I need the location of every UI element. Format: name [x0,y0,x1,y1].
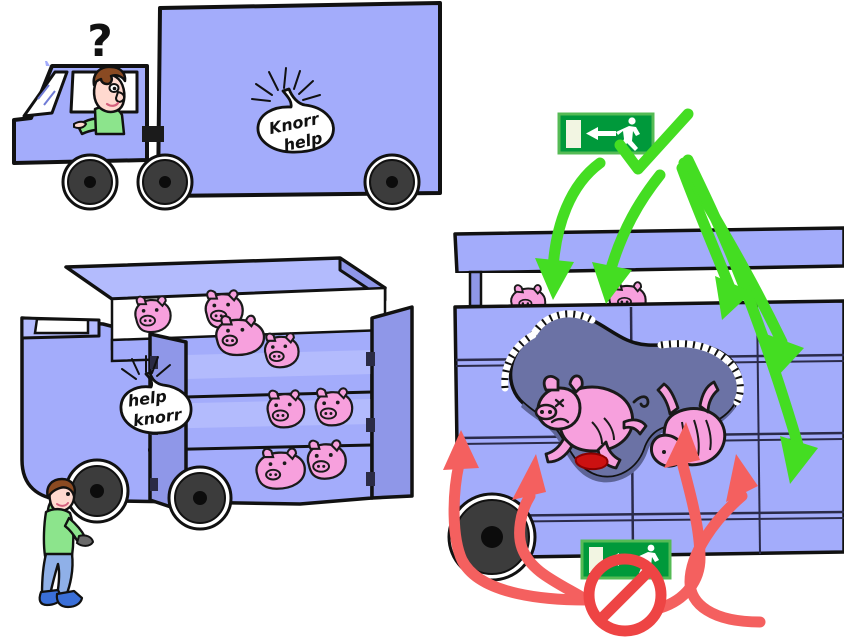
top-truck-chassis-link [142,126,164,142]
driver-hand [73,120,88,129]
blob-torn-edge-stitches [501,331,535,389]
tire-hub [159,176,171,188]
green-arrow-head [535,258,574,300]
green-arrow-head [766,334,804,378]
blob-torn-edge [726,359,744,406]
right-truck-roof-post [468,270,483,308]
top-truck-driver [73,65,127,136]
door-hinge [366,418,375,432]
top-truck-windshield [22,70,69,118]
right-truck-damage-blob-shadow [521,403,735,483]
red-arrow-head [726,454,758,502]
bystander-hair [46,477,76,500]
door-hinge [366,472,375,486]
bystander-hand [75,534,95,547]
top-truck-speech-bubble: Knorr help [251,67,335,155]
green-arrow-head [780,436,818,484]
door-hinge [150,356,158,369]
bystander-mouth [56,502,69,507]
red-arrow-head [512,454,546,500]
red-arrow-shaft [684,490,766,628]
bystander-shoe [55,589,84,609]
speech-burst-lines [121,355,171,380]
driver-hair [92,65,127,87]
exit-sign-left-arrow-icon [586,127,616,140]
green-arrow-shaft [676,162,736,294]
tire-hub [84,176,96,188]
pig [255,447,306,490]
green-arrow-head [592,262,632,304]
left-truck-middle-deck-pigs [266,387,354,429]
left-truck-cab-window [33,317,90,335]
green-arrow-head [715,276,752,320]
red-arrow-head [443,430,479,470]
driver-question-mark: ? [87,16,113,67]
approval-check-icon [614,108,694,175]
bystander-group [38,477,95,609]
injured-pig-lying [534,374,650,471]
right-truck-roof [453,226,844,275]
pig [314,387,354,427]
driver-mouth [105,101,120,107]
red-arrow-shaft [448,458,592,606]
door-hinge [366,352,375,366]
left-truck-lower-deck-pigs [255,439,347,490]
left-truck-rear-door-right[interactable] [370,305,414,500]
bystander-eye [66,492,70,496]
top-truck-windshield-glint [37,84,50,100]
prohibition-icon-slash [595,565,655,625]
left-truck-wheels [64,458,233,531]
right-truck-deck-rail [469,510,844,518]
red-arrow-heads-group [443,422,758,502]
left-pig-truck-group: help knorr [20,256,414,531]
left-truck-speech-bubble: help knorr [119,355,193,435]
bystander-trousers [40,552,74,598]
speech-bubble-shape [256,87,335,154]
driver-nose [114,90,126,103]
left-truck-deck-band [150,350,372,380]
red-arrow-head [664,422,700,468]
top-truck-cab-body [45,61,50,66]
pig [134,295,172,334]
right-truck-wheels [447,492,537,582]
green-arrow-shaft [682,154,804,451]
red-arrows-group [448,456,766,628]
pig [266,389,306,429]
green-arrows-group [547,154,804,451]
tire-hub [90,484,104,498]
green-arrow-heads-group [535,258,818,484]
red-arrow-shaft [514,490,586,602]
bottom-exit-sign-group[interactable] [580,539,672,637]
door-hinge [150,478,158,491]
blob-torn-edge [657,340,734,367]
right-truck-group [447,226,844,582]
pig [215,314,266,357]
top-truck-group: ? [12,1,442,211]
tire-hub [193,491,207,505]
blob-torn-edge-stitches [529,310,594,337]
driver-pupil [112,86,117,91]
top-truck-windshield-glint2 [43,90,56,106]
prohibition-icon-ring [583,553,667,637]
speech-bubble-shape [119,371,193,435]
right-truck-panel-divider [756,302,761,555]
left-truck-upper-deck-pigs [134,289,300,369]
tire-hub [481,526,503,548]
pig [263,332,300,369]
bystander-shirt [42,507,75,558]
pig [306,439,347,480]
tire-hub [386,176,398,188]
speech-burst-lines [251,67,321,102]
exit-sign-door-icon [566,120,581,148]
top-exit-sign-group[interactable] [557,108,694,175]
top-truck-wheels [61,153,421,211]
green-arrow-shaft [604,169,666,278]
green-arrow-shaft [547,157,606,274]
